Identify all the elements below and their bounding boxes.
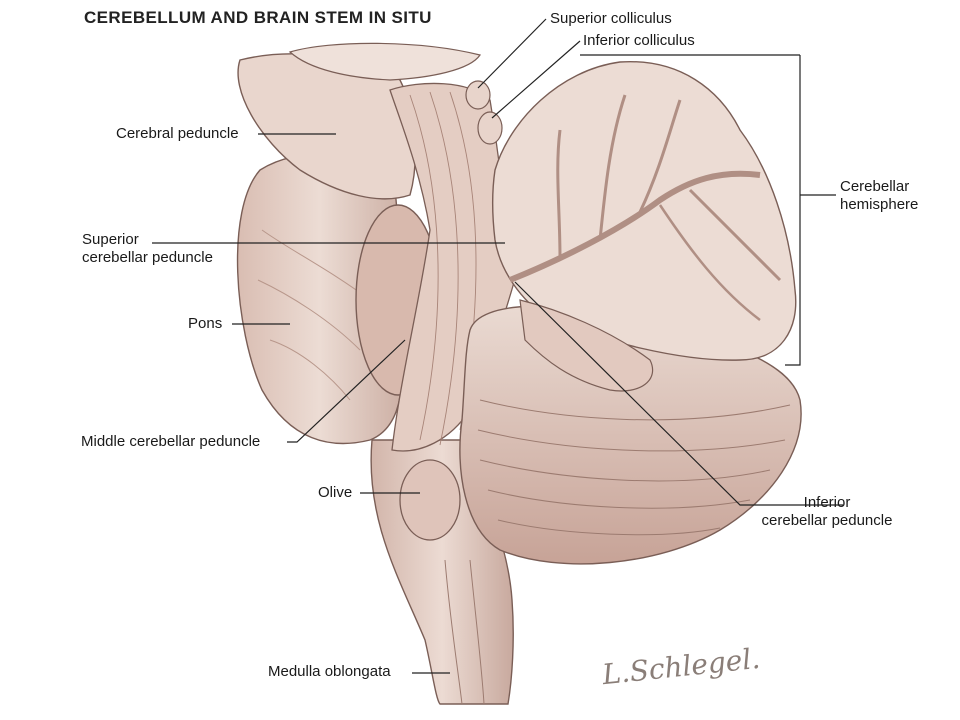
diagram-title: CEREBELLUM AND BRAIN STEM IN SITU [84,8,432,27]
pons-striation-2 [257,279,361,351]
arbor-vitae-main [508,170,761,283]
leader-cerebellar-hemisphere [785,55,801,366]
leader-inferior-colliculus [491,40,581,119]
label-medulla-oblongata-text: Medulla oblongata [268,663,391,680]
arbor-vitae-branch-4 [688,188,782,282]
label-superior-cerebellar-peduncle-line1: Superior [82,231,139,248]
label-superior-colliculus-text: Superior colliculus [550,10,672,27]
leader-inferior-cerebellar-peduncle [514,281,843,506]
olive-shape [399,459,461,541]
pons-striation-3 [269,339,351,401]
label-middle-cerebellar-peduncle-text: Middle cerebellar peduncle [81,433,261,450]
label-cerebral-peduncle-text: Cerebral peduncle [116,125,239,142]
label-inferior-colliculus: Inferior colliculus [583,32,695,50]
label-olive-text: Olive [318,484,353,501]
medulla-strand-1 [444,559,463,705]
leader-lines [152,18,843,674]
label-cerebellar-hemisphere: Cerebellar hemisphere [840,178,918,214]
label-pons-text: Pons [188,315,223,332]
label-superior-cerebellar-peduncle-line2: cerebellar peduncle [82,249,213,266]
label-superior-cerebellar-peduncle: Superior cerebellar peduncle [82,231,213,267]
label-pons: Pons [188,315,222,333]
label-medulla-oblongata: Medulla oblongata [268,663,391,681]
folium-1 [479,399,791,421]
superior-colliculus-shape [465,80,491,110]
leader-middle-cerebellar-peduncle [287,339,406,443]
label-olive: Olive [318,484,352,502]
folium-4 [487,489,751,509]
label-superior-colliculus: Superior colliculus [550,10,672,28]
label-middle-cerebellar-peduncle: Middle cerebellar peduncle [81,433,260,451]
arbor-vitae-branch-5 [658,204,761,321]
label-inferior-cerebellar-peduncle: Inferior cerebellar peduncle [752,494,902,530]
medulla-strand-2 [469,559,485,705]
label-inferior-colliculus-text: Inferior colliculus [583,32,695,49]
folium-5 [497,519,721,536]
label-cerebral-peduncle: Cerebral peduncle [116,125,239,143]
folium-2 [477,429,786,452]
label-inferior-cerebellar-peduncle-line2: cerebellar peduncle [761,512,893,529]
arbor-vitae-branch-1 [598,94,627,241]
label-cerebellar-hemisphere-line2: hemisphere [840,196,919,213]
fibre-line-1 [409,94,439,441]
arbor-vitae-branch-3 [556,129,562,259]
folium-3 [479,459,771,482]
label-inferior-cerebellar-peduncle-line1: Inferior [803,494,851,511]
inferior-colliculus-shape [477,111,503,145]
label-cerebellar-hemisphere-line1: Cerebellar [840,178,910,195]
inferior-cerebellar-peduncle-shape [519,299,654,392]
cerebral-peduncle-top [288,42,481,81]
fibre-line-2 [429,91,459,446]
arbor-vitae-branch-2 [638,99,682,213]
leader-superior-colliculus [477,18,547,89]
